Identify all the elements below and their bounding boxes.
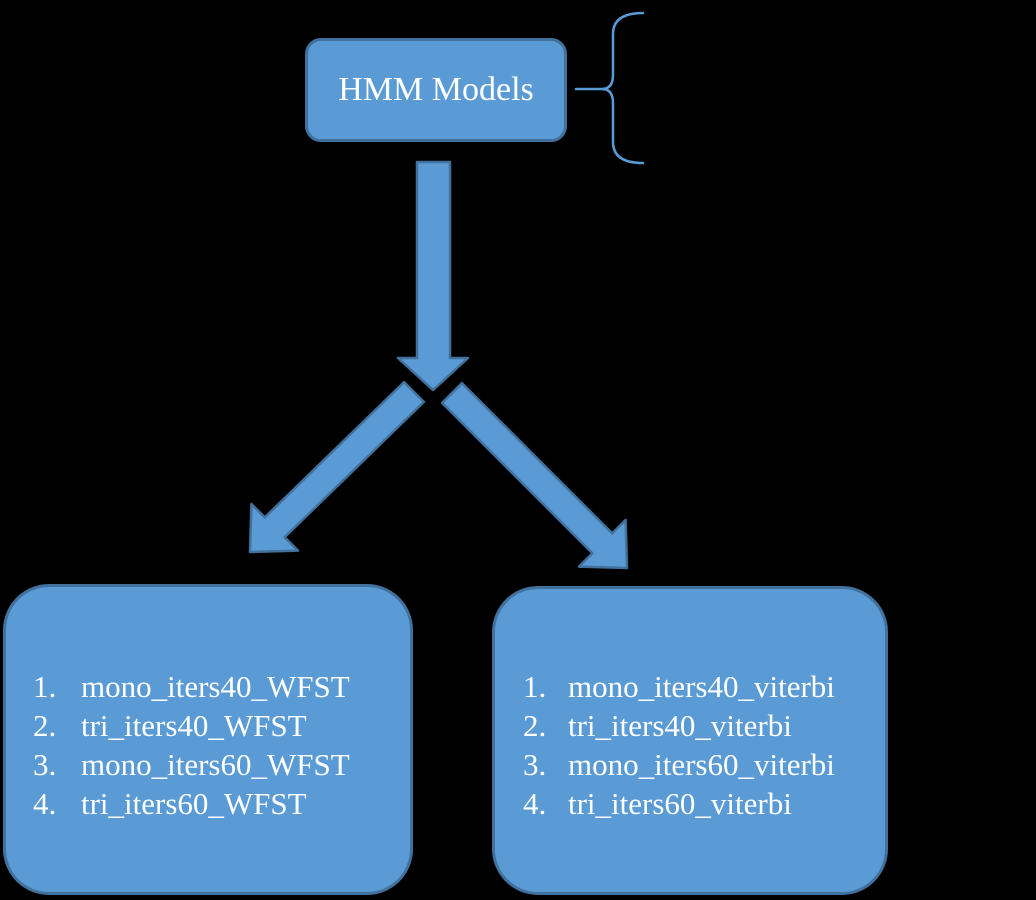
list-item: 1. mono_iters40_viterbi: [495, 667, 885, 706]
list-item-label: tri_iters40_WFST: [81, 708, 307, 743]
down-left-arrow-icon: [248, 380, 426, 554]
left-curly-brace-icon: [601, 11, 645, 165]
down-arrow-icon: [396, 160, 470, 392]
wfst-models-box: 1. mono_iters40_WFST 2. tri_iters40_WFST…: [3, 584, 413, 895]
list-item-number: 4.: [523, 786, 547, 821]
list-item-label: mono_iters60_viterbi: [568, 747, 835, 782]
list-item-number: 1.: [33, 669, 57, 704]
list-item-label: mono_iters40_viterbi: [568, 669, 835, 704]
viterbi-models-box: 1. mono_iters40_viterbi 2. tri_iters40_v…: [492, 586, 888, 895]
hmm-models-box: HMM Models: [305, 38, 567, 142]
down-right-arrow-icon: [440, 381, 629, 570]
list-item: 3. mono_iters60_WFST: [6, 745, 410, 784]
list-item: 2. tri_iters40_viterbi: [495, 706, 885, 745]
wfst-model-list: 1. mono_iters40_WFST 2. tri_iters40_WFST…: [6, 667, 410, 823]
list-item-number: 4.: [33, 786, 57, 821]
list-item-label: tri_iters60_WFST: [81, 786, 307, 821]
list-item: 4. tri_iters60_WFST: [6, 784, 410, 823]
list-item-number: 2.: [523, 708, 547, 743]
list-item-label: mono_iters40_WFST: [81, 669, 350, 704]
list-item-number: 3.: [523, 747, 547, 782]
list-item-label: tri_iters40_viterbi: [568, 708, 792, 743]
list-item-number: 3.: [33, 747, 57, 782]
list-item-label: mono_iters60_WFST: [81, 747, 350, 782]
list-item-number: 2.: [33, 708, 57, 743]
list-item: 1. mono_iters40_WFST: [6, 667, 410, 706]
list-item-label: tri_iters60_viterbi: [568, 786, 792, 821]
list-item-number: 1.: [523, 669, 547, 704]
list-item: 3. mono_iters60_viterbi: [495, 745, 885, 784]
hmm-models-label: HMM Models: [338, 71, 534, 108]
list-item: 2. tri_iters40_WFST: [6, 706, 410, 745]
list-item: 4. tri_iters60_viterbi: [495, 784, 885, 823]
viterbi-model-list: 1. mono_iters40_viterbi 2. tri_iters40_v…: [495, 667, 885, 823]
